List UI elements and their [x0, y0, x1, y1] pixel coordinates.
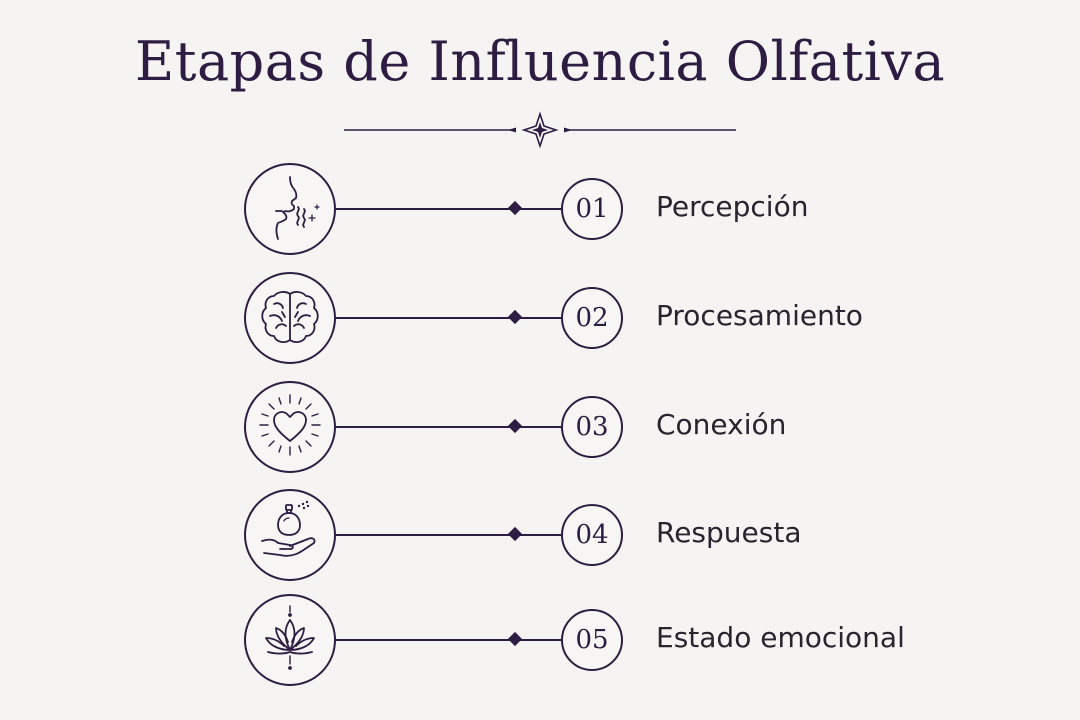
brain-icon	[261, 291, 319, 343]
four-point-star-icon	[521, 111, 559, 149]
step-5: 05 Estado emocional	[0, 591, 1080, 691]
step-3-number: 03	[561, 396, 623, 458]
step-1-connector-diamond	[507, 200, 523, 216]
radiant-heart-icon	[259, 394, 321, 456]
step-4-connector-diamond	[507, 526, 523, 542]
step-3-icon-circle	[244, 381, 336, 473]
step-3-label: Conexión	[656, 408, 787, 441]
step-1-icon-circle	[244, 163, 336, 255]
step-5-connector-diamond	[507, 631, 523, 647]
step-5-label: Estado emocional	[656, 621, 905, 654]
perfume-hand-icon	[261, 500, 316, 557]
step-2-label: Procesamiento	[656, 299, 863, 332]
step-2-connector-diamond	[507, 309, 523, 325]
step-2-number: 02	[561, 287, 623, 349]
step-5-connector-line	[336, 639, 562, 641]
step-3-connector-diamond	[507, 418, 523, 434]
step-4-icon-circle	[244, 489, 336, 581]
step-4-connector-line	[336, 534, 562, 536]
lotus-icon	[265, 605, 315, 670]
step-2-icon-circle	[244, 272, 336, 364]
step-2-connector-line	[336, 317, 562, 319]
step-1-number: 01	[561, 178, 623, 240]
step-5-number: 05	[561, 609, 623, 671]
step-4: 04 Respuesta	[0, 486, 1080, 586]
ornamental-divider	[344, 111, 736, 149]
step-3-connector-line	[336, 426, 562, 428]
page-title: Etapas de Influencia Olfativa	[134, 30, 946, 93]
step-1-label: Percepción	[656, 190, 809, 223]
step-1: 01 Percepción	[0, 160, 1080, 260]
step-2: 02 Procesamiento	[0, 269, 1080, 369]
face-smelling-icon	[275, 176, 320, 240]
step-3: 03 Conexión	[0, 378, 1080, 478]
step-4-number: 04	[561, 504, 623, 566]
step-1-connector-line	[336, 208, 562, 210]
step-5-icon-circle	[244, 594, 336, 686]
step-4-label: Respuesta	[656, 516, 802, 549]
